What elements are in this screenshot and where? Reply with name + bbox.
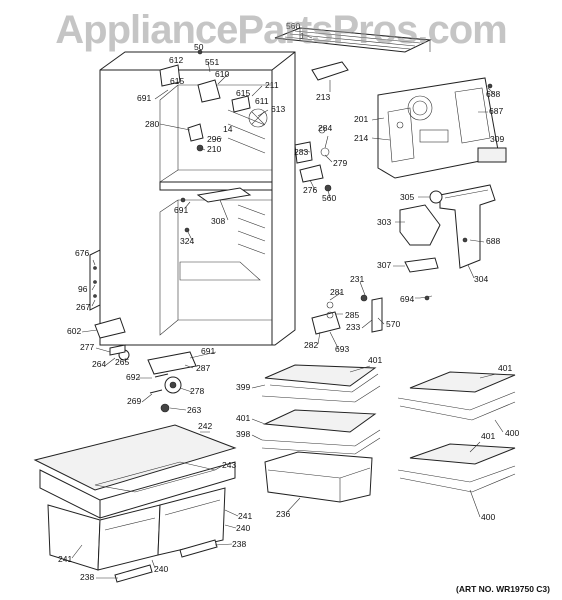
label-96: 96: [78, 284, 88, 294]
label-691-2: 691: [174, 205, 188, 215]
pan-drawer-assembly: [33, 424, 237, 583]
label-210: 210: [207, 144, 221, 154]
label-688-2: 688: [486, 236, 500, 246]
label-277: 277: [80, 342, 94, 352]
label-688: 688: [486, 89, 500, 99]
label-233: 233: [346, 322, 360, 332]
label-265: 265: [115, 357, 129, 367]
label-242: 242: [198, 421, 212, 431]
label-610: 610: [215, 69, 229, 79]
glass-shelf-right-upper: [397, 371, 516, 421]
label-14: 14: [223, 124, 233, 134]
part-308: [196, 187, 252, 203]
label-687: 687: [489, 106, 503, 116]
part-labels: 560 1 50 612 551 610 615 691 211 615 611…: [58, 21, 519, 582]
label-401-2: 401: [498, 363, 512, 373]
evaporator-cover-panel: [377, 77, 499, 179]
label-279: 279: [333, 158, 347, 168]
glass-shelf-upper: [261, 364, 381, 403]
label-560: 560: [286, 21, 300, 31]
refrigerator-cabinet: [89, 51, 296, 346]
label-400-2: 400: [481, 512, 495, 522]
label-287: 287: [196, 363, 210, 373]
label-241: 241: [238, 511, 252, 521]
art-number: (ART NO. WR19750 C3): [456, 584, 550, 594]
label-399: 399: [236, 382, 250, 392]
label-611: 611: [255, 96, 269, 106]
top-wire-shelf: [274, 27, 432, 53]
glass-shelf-right-lower: [397, 443, 516, 493]
label-267: 267: [76, 302, 90, 312]
label-560-2: 560: [322, 193, 336, 203]
freezer-controls: [159, 64, 268, 152]
label-694: 694: [400, 294, 414, 304]
glass-shelf-middle: [261, 409, 381, 455]
label-400: 400: [505, 428, 519, 438]
label-263: 263: [187, 405, 201, 415]
fastener-dots: [180, 49, 493, 301]
label-305: 305: [400, 192, 414, 202]
label-551: 551: [205, 57, 219, 67]
label-309: 309: [490, 134, 504, 144]
label-269: 269: [127, 396, 141, 406]
label-303: 303: [377, 217, 391, 227]
label-211: 211: [265, 80, 279, 90]
label-236: 236: [276, 509, 290, 519]
label-281: 281: [330, 287, 344, 297]
label-283: 283: [294, 147, 308, 157]
part-305-knob: [429, 190, 443, 204]
label-238-2: 238: [80, 572, 94, 582]
label-693: 693: [335, 344, 349, 354]
label-284: 284: [318, 123, 332, 133]
label-285: 285: [345, 310, 359, 320]
label-602: 602: [67, 326, 81, 336]
label-296: 296: [207, 134, 221, 144]
label-280: 280: [145, 119, 159, 129]
label-612: 612: [169, 55, 183, 65]
label-398: 398: [236, 429, 250, 439]
misc-small-parts: [294, 126, 433, 335]
label-324: 324: [180, 236, 194, 246]
label-615-2: 615: [236, 88, 250, 98]
air-duct-assembly: [399, 184, 496, 273]
label-240-2: 240: [154, 564, 168, 574]
label-241-2: 241: [58, 554, 72, 564]
label-401-4: 401: [481, 431, 495, 441]
label-615: 615: [170, 76, 184, 86]
label-691-3: 691: [201, 346, 215, 356]
label-231: 231: [350, 274, 364, 284]
label-201: 201: [354, 114, 368, 124]
label-307: 307: [377, 260, 391, 270]
label-276: 276: [303, 185, 317, 195]
part-213: [311, 61, 349, 81]
label-sticker-309: [477, 147, 507, 163]
label-50: 50: [194, 42, 204, 52]
label-243: 243: [222, 460, 236, 470]
label-238: 238: [232, 539, 246, 549]
label-676: 676: [75, 248, 89, 258]
label-692: 692: [126, 372, 140, 382]
leader-lines: [71, 33, 504, 579]
label-213: 213: [316, 92, 330, 102]
label-308: 308: [211, 216, 225, 226]
label-1: 1: [300, 31, 305, 41]
label-613: 613: [271, 104, 285, 114]
label-282: 282: [304, 340, 318, 350]
label-240: 240: [236, 523, 250, 533]
label-304: 304: [474, 274, 488, 284]
label-691: 691: [137, 93, 151, 103]
bottom-hinge-parts: [94, 317, 197, 413]
label-214: 214: [354, 133, 368, 143]
label-401: 401: [368, 355, 382, 365]
label-570: 570: [386, 319, 400, 329]
label-264: 264: [92, 359, 106, 369]
label-401-3: 401: [236, 413, 250, 423]
label-278: 278: [190, 386, 204, 396]
crisper-drawer-236: [264, 451, 373, 503]
